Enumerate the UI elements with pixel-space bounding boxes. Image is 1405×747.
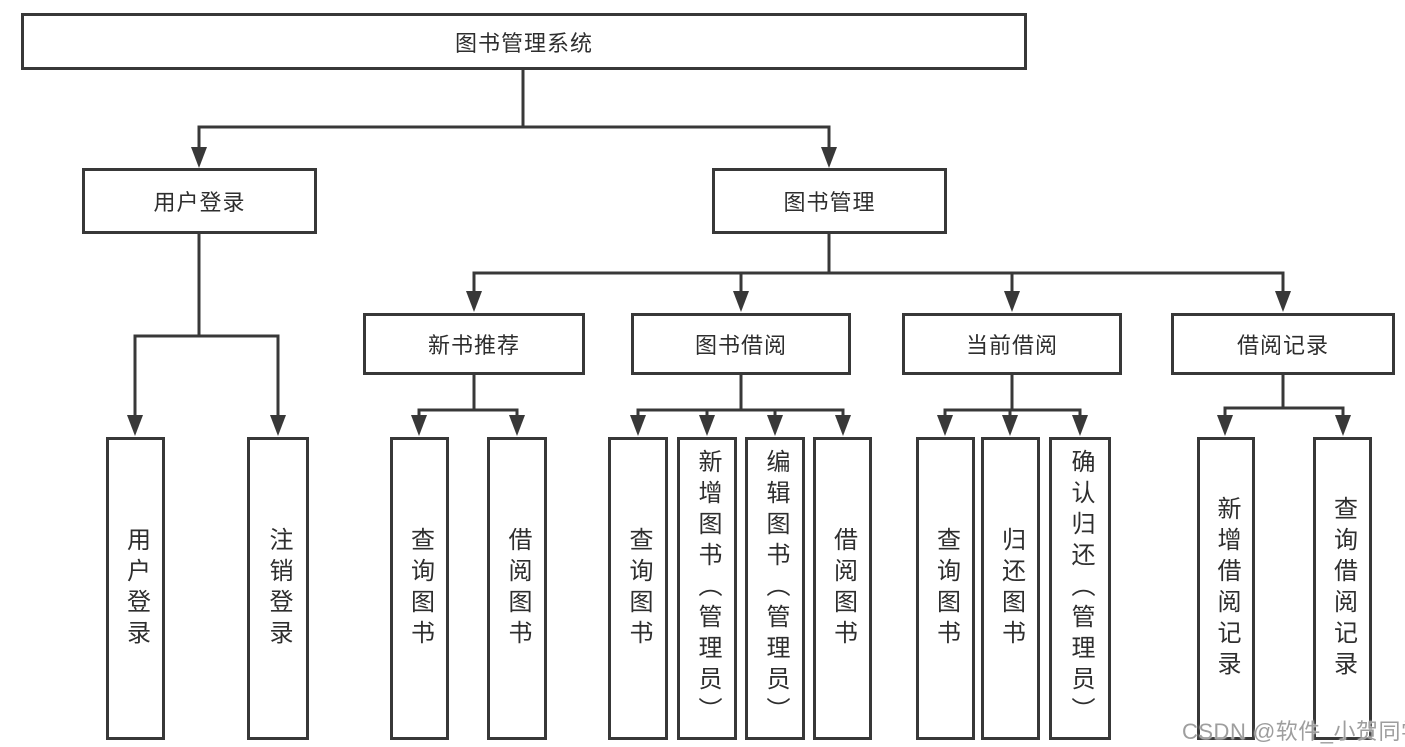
leaf-borrow-borrow-label: 借阅图书 (829, 526, 857, 651)
leaf-borrow-edit-admin-label: 编辑图书（管理员） (762, 449, 789, 728)
node-book-mgmt-label: 图书管理 (783, 190, 876, 215)
leaf-record-query: 查询借阅记录 (1313, 437, 1372, 740)
leaf-borrow-add-admin-label: 新增图书（管理员） (694, 449, 721, 728)
leaf-borrow-edit-admin: 编辑图书（管理员） (745, 437, 805, 740)
node-root: 图书管理系统 (21, 13, 1027, 70)
leaf-newbook-borrow: 借阅图书 (487, 437, 547, 740)
node-user-login: 用户登录 (82, 168, 317, 234)
node-current-borrow-label: 当前借阅 (965, 333, 1058, 358)
leaf-current-return-label: 归还图书 (997, 526, 1025, 651)
leaf-logout-label: 注销登录 (265, 526, 292, 651)
leaf-user-login: 用户登录 (106, 437, 165, 740)
leaf-borrow-query-label: 查询图书 (625, 526, 652, 651)
leaf-current-return: 归还图书 (981, 437, 1040, 740)
watermark: CSDN @软件_小贺同学 (1182, 719, 1405, 744)
leaf-current-query: 查询图书 (916, 437, 975, 740)
leaf-record-add-label: 新增借阅记录 (1213, 495, 1240, 682)
node-user-login-label: 用户登录 (153, 190, 246, 215)
node-borrow-record: 借阅记录 (1171, 313, 1395, 375)
leaf-newbook-query-label: 查询图书 (406, 526, 434, 651)
node-book-borrow: 图书借阅 (631, 313, 851, 375)
leaf-record-query-label: 查询借阅记录 (1329, 495, 1357, 682)
leaf-borrow-query: 查询图书 (608, 437, 668, 740)
leaf-record-add: 新增借阅记录 (1197, 437, 1255, 740)
node-new-book-label: 新书推荐 (427, 333, 520, 358)
node-book-borrow-label: 图书借阅 (694, 333, 787, 358)
leaf-logout: 注销登录 (247, 437, 309, 740)
leaf-newbook-query: 查询图书 (390, 437, 449, 740)
node-current-borrow: 当前借阅 (902, 313, 1122, 375)
node-new-book: 新书推荐 (363, 313, 585, 375)
leaf-borrow-borrow: 借阅图书 (813, 437, 872, 740)
leaf-current-query-label: 查询图书 (932, 526, 960, 651)
leaf-current-confirm-admin-label: 确认归还（管理员） (1067, 449, 1094, 728)
leaf-borrow-add-admin: 新增图书（管理员） (677, 437, 737, 740)
leaf-current-confirm-admin: 确认归还（管理员） (1049, 437, 1111, 740)
leaf-newbook-borrow-label: 借阅图书 (504, 526, 531, 651)
node-borrow-record-label: 借阅记录 (1236, 333, 1329, 358)
node-book-mgmt: 图书管理 (712, 168, 947, 234)
node-root-label: 图书管理系统 (454, 30, 593, 56)
leaf-user-login-label: 用户登录 (122, 526, 150, 651)
